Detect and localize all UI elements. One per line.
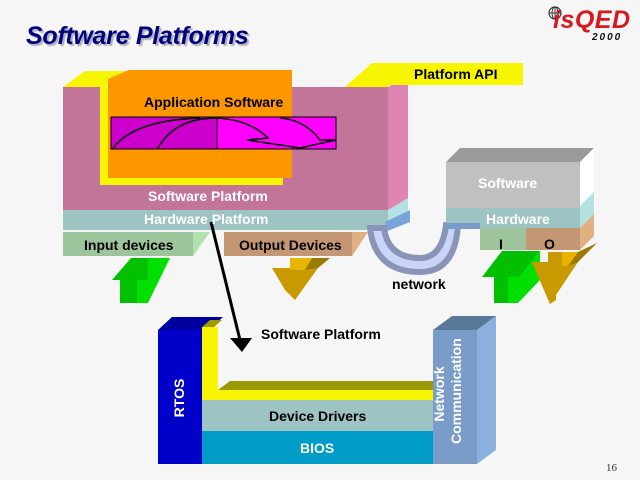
remote-input-label: I — [499, 236, 503, 252]
api-lip-right — [345, 63, 523, 87]
input-arrow-icon — [112, 258, 148, 303]
network-cable — [366, 222, 462, 276]
flow-arrow-icon — [216, 117, 337, 149]
bottom-software-platform-label: Software Platform — [261, 326, 381, 342]
software-platform-side — [388, 75, 408, 212]
software-platform-label: Software Platform — [148, 188, 268, 204]
hardware-platform-label: Hardware Platform — [144, 211, 269, 227]
platform-api-label: Platform API — [414, 66, 498, 82]
page-number: 16 — [606, 462, 617, 474]
globe-icon — [548, 6, 562, 20]
bios-label: BIOS — [300, 440, 335, 456]
network-communication-line1: Network — [431, 366, 447, 422]
device-drivers-block — [202, 400, 434, 431]
pointer-arrowhead-icon — [230, 338, 252, 352]
input-devices-label: Input devices — [84, 237, 174, 253]
output-devices-label: Output Devices — [239, 237, 342, 253]
application-software-label: Application Software — [144, 94, 284, 110]
software-platform-l-vertical — [202, 327, 218, 390]
rtos-label: RTOS — [171, 378, 187, 418]
remote-output-label: O — [544, 236, 555, 252]
network-communication-label: Network Communication — [431, 338, 465, 444]
api-lip-left — [63, 71, 127, 87]
logo-year: 2000 — [592, 32, 623, 43]
rtos-block — [158, 330, 202, 464]
remote-output-block — [526, 228, 580, 250]
remote-software-label: Software — [478, 175, 538, 191]
logo-text: isQED — [553, 6, 631, 34]
output-devices-block — [224, 232, 352, 256]
remote-hardware-label: Hardware — [486, 211, 550, 227]
device-drivers-label: Device Drivers — [269, 408, 367, 424]
network-communication-line2: Communication — [448, 338, 464, 444]
input-devices-block — [63, 232, 193, 256]
network-label: network — [392, 276, 446, 292]
slide-title: Software Platforms — [26, 22, 249, 50]
pointer-line — [209, 221, 242, 341]
network-communication-block — [433, 330, 477, 464]
isqed-logo — [540, 2, 640, 48]
remote-software-block — [446, 162, 580, 208]
hardware-platform-block — [63, 210, 388, 230]
software-platform-l-horizontal — [202, 390, 434, 400]
remote-input-block — [480, 228, 526, 250]
bios-block — [202, 431, 434, 464]
